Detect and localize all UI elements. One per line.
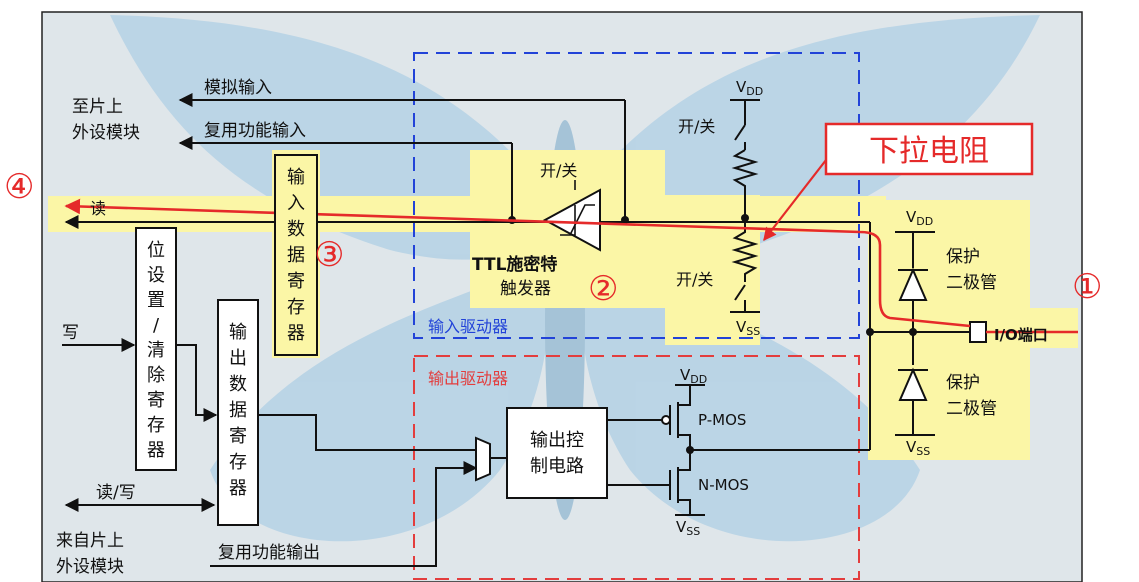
svg-text:寄: 寄 <box>147 390 165 411</box>
output-driver-box <box>413 355 860 580</box>
to-peripheral-line2: 外设模块 <box>72 123 140 143</box>
input-data-register-label: 输 入 数 据 寄 存 器 <box>287 167 305 344</box>
protection-diodes <box>895 231 935 436</box>
to-peripheral-line1: 至片上 <box>72 97 123 117</box>
alt-func-output-line <box>210 461 478 567</box>
svg-text:器: 器 <box>229 478 247 499</box>
ttl-schmitt-line2: 触发器 <box>500 279 551 299</box>
pulldown-callout: 下拉电阻 <box>763 122 1034 242</box>
bit-set-clear-label: 位 设 置 / 清 除 寄 存 器 <box>147 240 165 461</box>
svg-text:/: / <box>153 315 160 336</box>
output-mosfets <box>607 384 870 516</box>
read-label: 读 <box>90 199 106 218</box>
setclear-to-outreg <box>176 344 218 422</box>
svg-text:设: 设 <box>147 265 165 286</box>
pulldown-callout-text: 下拉电阻 <box>869 134 989 169</box>
svg-text:器: 器 <box>287 323 305 344</box>
svg-text:寄: 寄 <box>229 426 247 447</box>
markers: ① ② ③ ④ <box>4 167 1102 309</box>
io-pad <box>969 321 987 343</box>
input-data-register <box>274 154 318 356</box>
from-peripheral-line2: 外设模块 <box>56 557 124 577</box>
marker-2: ② <box>588 269 618 309</box>
pull-network <box>730 99 760 313</box>
alt-func-input-label: 复用功能输入 <box>204 121 306 141</box>
nmos-label: N-MOS <box>698 476 749 494</box>
vdd-top-label: VDD <box>736 78 763 98</box>
vss-mos-label: VSS <box>676 518 700 538</box>
bit-set-clear-register <box>135 227 177 471</box>
pmos-label: P-MOS <box>698 411 746 429</box>
input-driver-box <box>413 52 860 339</box>
protect-diode-bottom-line1: 保护 <box>946 373 980 393</box>
svg-text:据: 据 <box>229 400 247 421</box>
svg-text:除: 除 <box>147 365 165 386</box>
ttl-schmitt-line1: TTL施密特 <box>472 254 557 275</box>
vdd-mos-label: VDD <box>680 366 707 386</box>
svg-text:出: 出 <box>229 348 247 369</box>
protect-diode-top-line2: 二极管 <box>946 273 997 293</box>
svg-text:器: 器 <box>147 440 165 461</box>
io-port-label: I/O端口 <box>994 326 1048 344</box>
svg-text:数: 数 <box>287 219 305 240</box>
pulldown-switch-label: 开/关 <box>676 270 713 289</box>
marker-3: ③ <box>314 235 344 275</box>
svg-text:据: 据 <box>287 245 305 266</box>
svg-text:置: 置 <box>147 290 165 311</box>
output-control-circuit <box>506 407 608 499</box>
output-control-line1: 输出控 <box>530 430 584 451</box>
svg-text:输: 输 <box>229 322 247 343</box>
outreg-to-mux <box>258 414 476 451</box>
marker-1: ① <box>1072 267 1102 307</box>
analog-input-label: 模拟输入 <box>204 78 272 98</box>
output-mux <box>475 436 491 482</box>
protect-diode-top-line1: 保护 <box>946 247 980 267</box>
svg-text:位: 位 <box>147 240 165 261</box>
read-write-label: 读/写 <box>96 483 136 503</box>
labels: 至片上 外设模块 模拟输入 复用功能输入 读 输 入 数 据 寄 存 器 位 设… <box>56 78 1048 577</box>
write-label: 写 <box>62 323 79 343</box>
output-data-register-label: 输 出 数 据 寄 存 器 <box>229 322 247 499</box>
svg-text:清: 清 <box>147 340 165 361</box>
svg-text:数: 数 <box>229 374 247 395</box>
svg-text:寄: 寄 <box>287 271 305 292</box>
pullup-switch-label: 开/关 <box>678 117 715 136</box>
alt-func-output-label: 复用功能输出 <box>218 543 320 563</box>
vdd-diode-label: VDD <box>906 208 933 228</box>
marker-4: ④ <box>4 167 34 207</box>
svg-text:存: 存 <box>147 415 165 436</box>
vss-diode-label: VSS <box>906 438 930 458</box>
svg-text:输: 输 <box>287 167 305 188</box>
svg-text:入: 入 <box>287 193 305 214</box>
protect-diode-bottom-line2: 二极管 <box>946 399 997 419</box>
svg-text:存: 存 <box>287 297 305 318</box>
input-driver-label: 输入驱动器 <box>428 317 508 336</box>
vss-mid-label: VSS <box>736 318 760 338</box>
schmitt-switch-label: 开/关 <box>540 161 577 180</box>
svg-text:存: 存 <box>229 452 247 473</box>
output-data-register <box>217 299 259 526</box>
output-driver-label: 输出驱动器 <box>428 369 508 388</box>
read-path-highlight <box>66 206 1078 334</box>
output-control-line2: 制电路 <box>530 456 584 477</box>
from-peripheral-line1: 来自片上 <box>56 531 124 551</box>
